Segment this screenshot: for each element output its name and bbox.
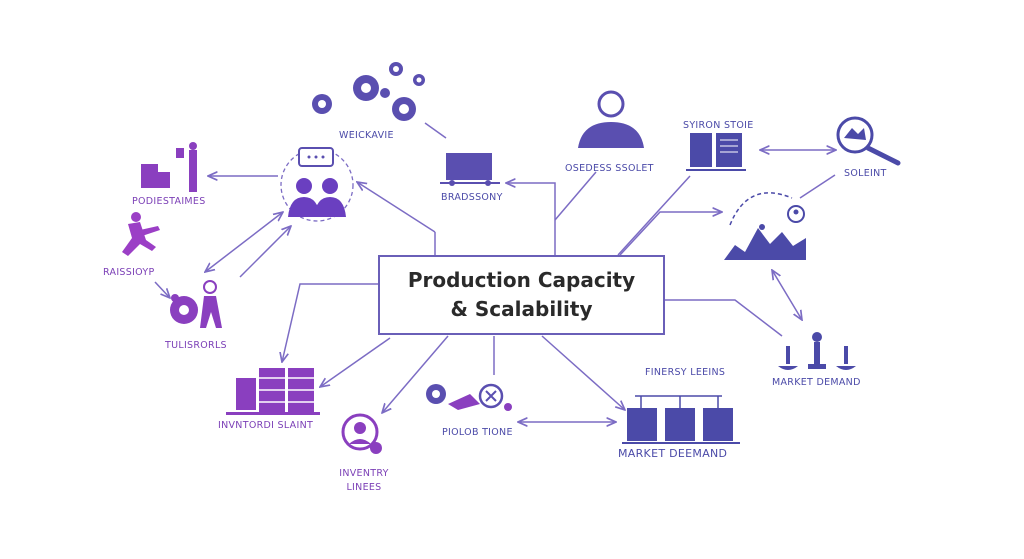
label-inventordi-slaint: INVNTORDI SLAINT: [218, 420, 314, 431]
connector-center-to-person: [554, 171, 597, 221]
worker-boxes-icon: [141, 142, 197, 192]
label-market-demand-bottom: MARKET DEEMAND: [618, 447, 728, 460]
label-osedess-ssolet: OSEDESS SSOLET: [565, 163, 654, 174]
connector-center-to-truck: [506, 183, 556, 255]
person-icon: [578, 90, 644, 148]
climber-icon: [122, 212, 160, 256]
connector-center-to-server: [617, 175, 691, 256]
label-inventory-lines-2: LINEES: [346, 482, 382, 493]
label-inventory-lines-1: INVENTRY: [339, 468, 389, 479]
connector-center-to-avatar: [382, 335, 449, 413]
connector-mountain-scale: [772, 270, 802, 320]
label-bradssony: BRADSSONY: [441, 192, 503, 203]
balance-scale-icon: [778, 332, 856, 370]
central-topic-box: Production Capacity & Scalability: [378, 255, 665, 335]
connectors: [154, 122, 836, 422]
mountain-chart-icon: [724, 192, 806, 260]
avatar-icon: [341, 413, 382, 454]
connector-chat-gearworker: [239, 226, 291, 278]
connector-center-to-boxes2: [320, 337, 391, 387]
connector-to-mountain: [619, 212, 722, 256]
label-market-demand-right: MARKET DEMAND: [772, 377, 861, 388]
label-tulisrorls: TULISRORLS: [165, 340, 227, 351]
label-syiron-stoie: SYIRON STOIE: [683, 120, 754, 131]
servers-icon: [622, 395, 740, 444]
gears-icon: [312, 62, 425, 121]
connector-center-to-scale: [665, 299, 783, 337]
central-topic-line1: Production Capacity: [407, 268, 636, 292]
connector-magnifier-mountain: [799, 174, 836, 199]
label-piolob-tione: PIOLOB TIONE: [442, 427, 513, 438]
chat-people-icon: [280, 147, 354, 222]
connector-center-to-servers: [541, 335, 625, 410]
truck-icon: [440, 153, 500, 186]
magnifier-icon: [836, 116, 901, 166]
label-raissioyp: RAISSIOYP: [103, 267, 155, 278]
connector-center-to-boxes: [282, 283, 378, 362]
connector-gears-truck: [424, 122, 447, 139]
label-podiestaimes: PODIESTAIMES: [132, 196, 206, 207]
connector-climber-gearworker: [154, 281, 170, 298]
label-soleint: SOLEINT: [844, 168, 887, 179]
label-weickavie: WEICKAVIE: [339, 130, 394, 141]
connector-chat-climber: [205, 212, 283, 272]
server-rack-icon: [686, 133, 746, 171]
central-topic-line2: & Scalability: [450, 297, 593, 321]
gear-worker-icon: [170, 280, 222, 328]
gear-tool-icon: [426, 383, 512, 411]
connector-chat-arrow: [357, 182, 436, 233]
stacked-boxes-icon: [226, 368, 320, 415]
label-finersy-leeins: FINERSY LEEINS: [645, 367, 726, 378]
